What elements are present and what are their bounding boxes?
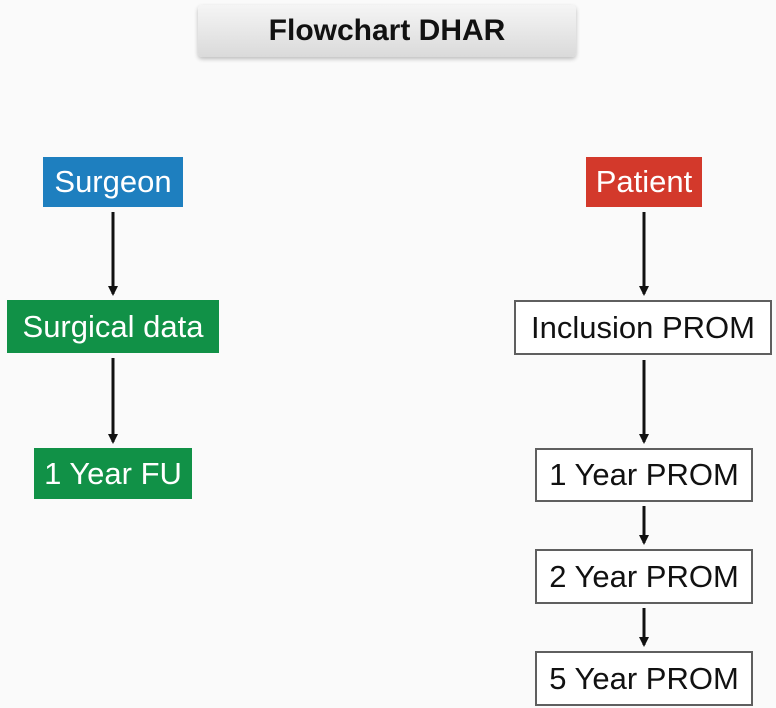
diagram-title: Flowchart DHAR	[198, 5, 576, 57]
one-year-fu-node: 1 Year FU	[34, 448, 192, 499]
patient-node: Patient	[586, 157, 702, 207]
surgical-data-node: Surgical data	[7, 300, 219, 353]
two-year-prom-node: 2 Year PROM	[535, 549, 753, 604]
surgeon-node: Surgeon	[43, 157, 183, 207]
inclusion-prom-node: Inclusion PROM	[514, 300, 772, 355]
five-year-prom-node: 5 Year PROM	[535, 651, 753, 706]
one-year-prom-node: 1 Year PROM	[535, 448, 753, 502]
